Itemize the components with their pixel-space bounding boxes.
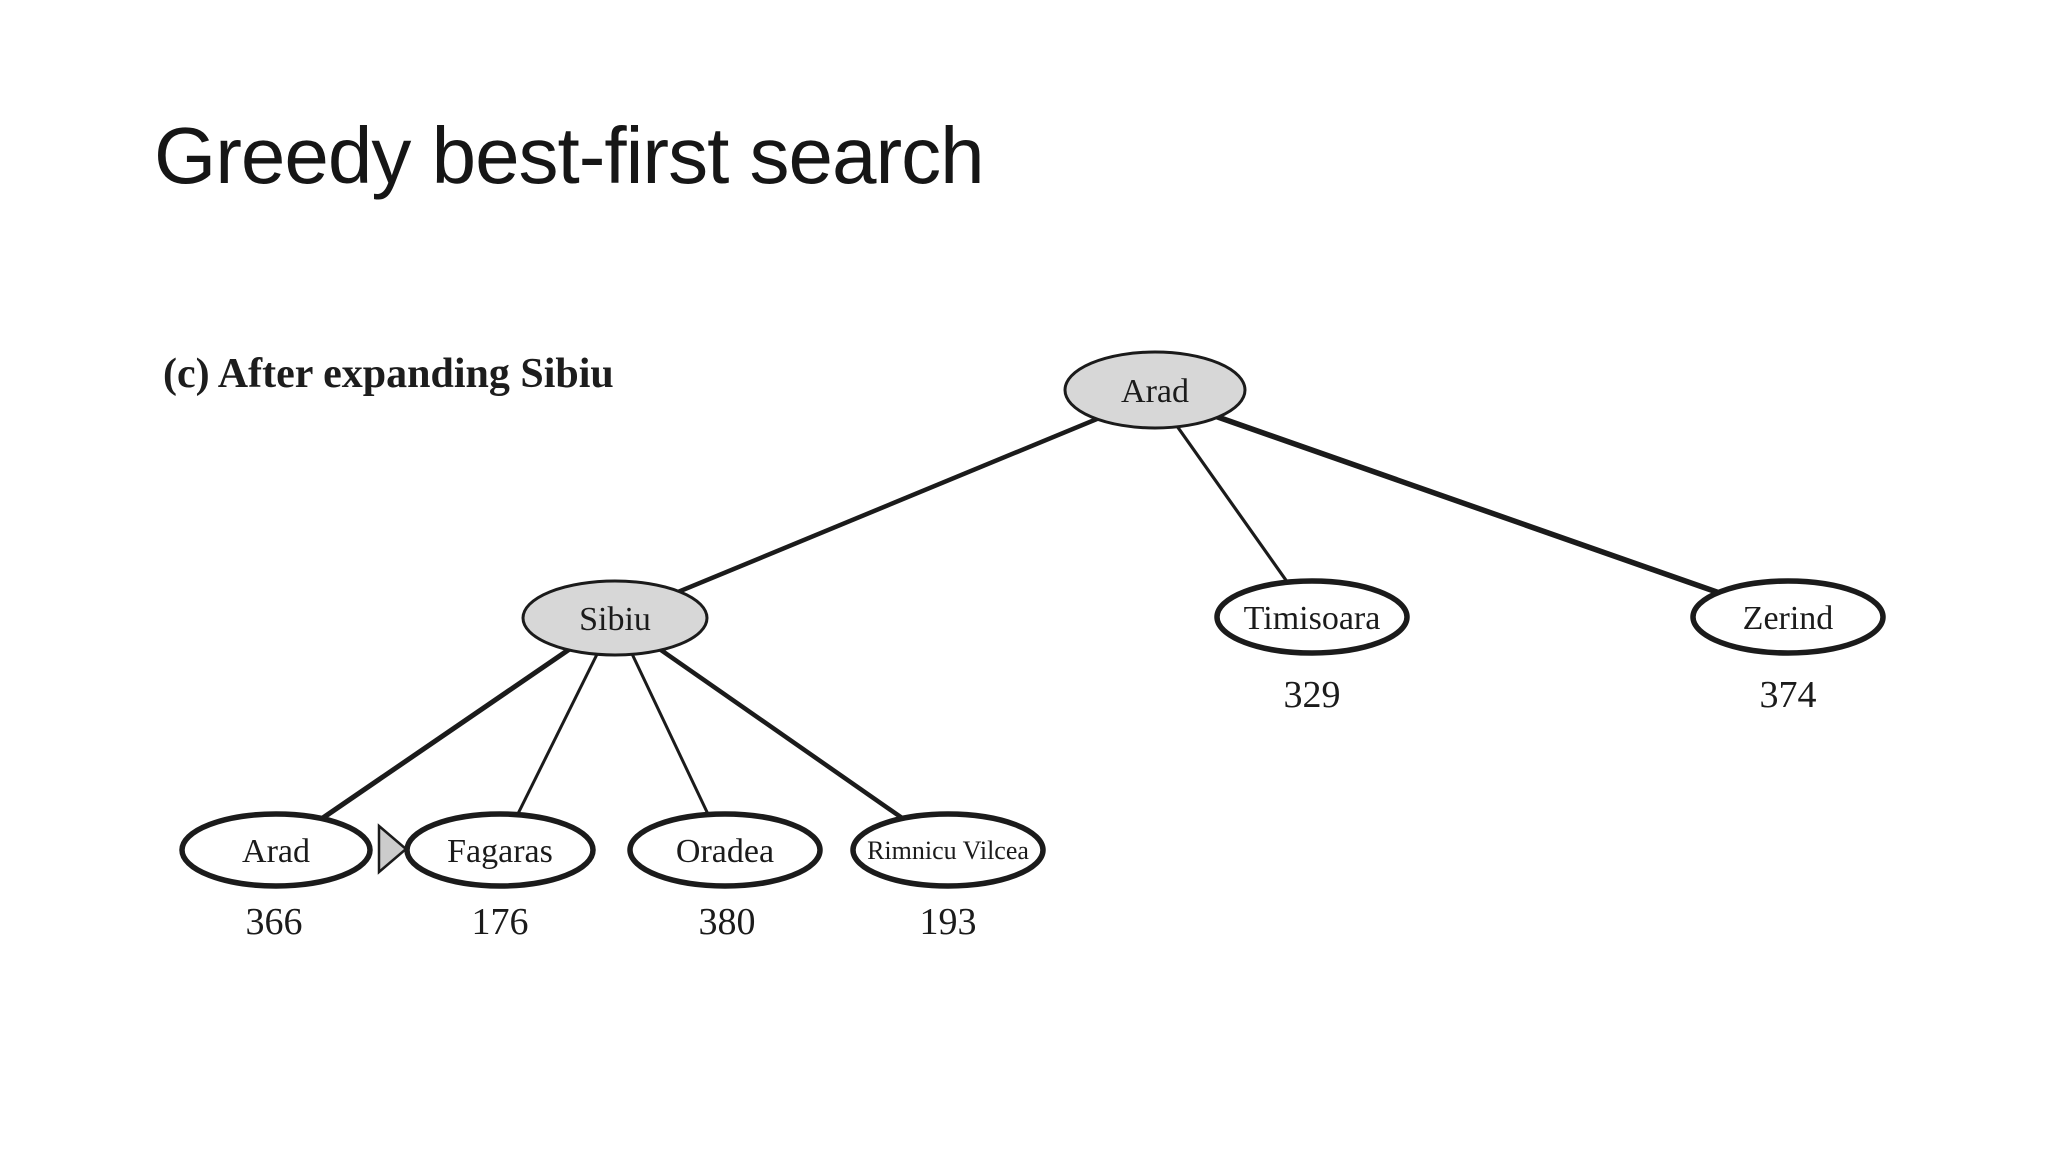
node-arad-child-ellipse [179,811,373,889]
node-timisoara: Timisoara 329 [1214,578,1410,716]
node-rimnicu-vilcea: Rimnicu Vilcea 193 [850,811,1046,943]
edge-sibiu-oradea [613,617,727,851]
node-rimnicu-vilcea-label: Rimnicu Vilcea [867,836,1029,865]
h-value-oradea: 380 [699,901,756,943]
h-value-zerind: 374 [1760,674,1817,716]
node-sibiu-ellipse [521,579,709,657]
h-value-arad-child: 366 [246,901,303,943]
node-zerind: Zerind 374 [1690,578,1886,716]
figure-caption: (c) After expanding Sibiu [163,351,614,397]
node-zerind-label: Zerind [1743,600,1834,637]
node-oradea-ellipse [627,811,823,889]
node-arad-child-label: Arad [242,833,310,870]
node-fagaras-ellipse [404,811,596,889]
edge-sibiu-rimnicu-vilcea [613,616,950,852]
edge-arad-sibiu [614,392,1156,621]
edge-arad-zerind [1154,392,1789,620]
node-arad-child: Arad 366 [179,811,373,943]
edge-sibiu-arad [274,615,617,853]
node-oradea-label: Oradea [676,833,774,870]
node-arad-root-ellipse [1063,350,1247,430]
node-rimnicu-vilcea-ellipse [850,811,1046,889]
node-fagaras: Fagaras 176 [404,811,596,943]
frontier-pointer-icon [377,823,408,875]
node-zerind-ellipse [1690,578,1886,656]
edge-sibiu-fagaras [498,617,617,851]
node-sibiu-label: Sibiu [579,601,651,638]
h-value-fagaras: 176 [472,901,529,943]
node-fagaras-label: Fagaras [447,833,553,870]
node-sibiu: Sibiu [521,579,709,657]
h-value-rimnicu-vilcea: 193 [920,901,977,943]
node-arad-root: Arad [1063,350,1247,430]
node-oradea: Oradea 380 [627,811,823,943]
node-arad-root-label: Arad [1121,373,1189,410]
h-value-timisoara: 329 [1284,674,1341,716]
slide-title: Greedy best-first search [154,111,985,200]
node-timisoara-ellipse [1214,578,1410,656]
node-timisoara-label: Timisoara [1244,600,1381,637]
